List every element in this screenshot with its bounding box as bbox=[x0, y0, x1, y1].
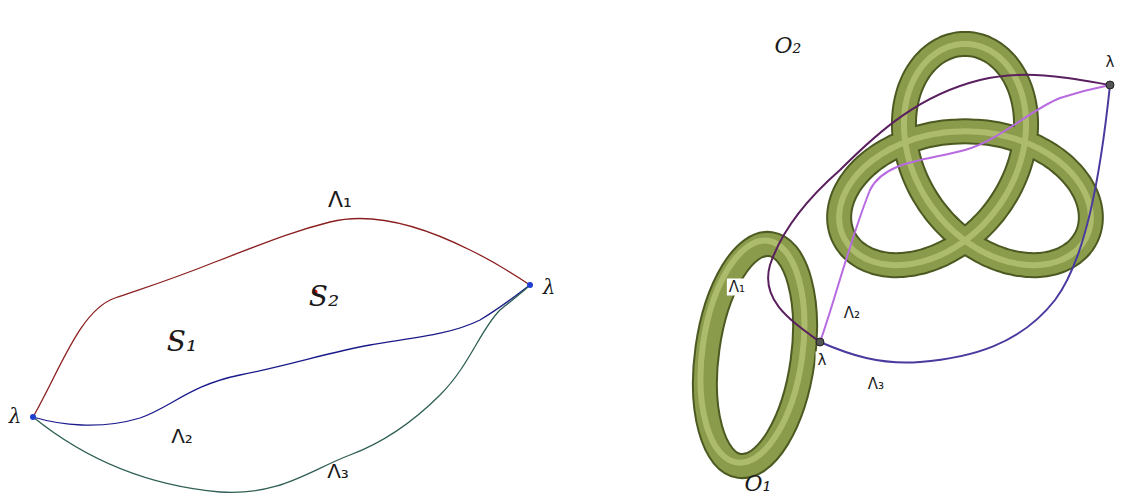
path-label: Λ₂ bbox=[842, 305, 862, 322]
path-label: Λ₃ bbox=[325, 460, 351, 482]
path-label: Λ₃ bbox=[866, 376, 886, 393]
path-label: Λ₁ bbox=[326, 188, 354, 212]
knot-label: O₁ bbox=[743, 472, 774, 496]
point-label: S₁ bbox=[165, 327, 199, 357]
curve-lambda-2 bbox=[820, 85, 1110, 342]
curve-lambda-1 bbox=[768, 75, 1110, 342]
curve-lambda-3 bbox=[820, 85, 1110, 363]
path-label: Λ₁ bbox=[727, 279, 747, 296]
curve-lambda-3 bbox=[33, 285, 530, 492]
endpoint-label: λ bbox=[816, 352, 829, 369]
knot-label: O₂ bbox=[773, 34, 804, 58]
endpoint-label: λ bbox=[7, 405, 24, 427]
endpoint bbox=[1106, 81, 1114, 89]
curve-lambda-2 bbox=[33, 285, 530, 425]
endpoint bbox=[30, 414, 36, 420]
endpoint bbox=[816, 338, 824, 346]
curve-lambda-1 bbox=[33, 219, 530, 417]
path-label: Λ₂ bbox=[169, 425, 195, 447]
torus-o1 bbox=[687, 234, 819, 473]
endpoint-label: λ bbox=[1104, 54, 1117, 71]
endpoint bbox=[527, 282, 533, 288]
point-label: S₂ bbox=[307, 282, 341, 312]
endpoint-label: λ bbox=[541, 276, 558, 298]
